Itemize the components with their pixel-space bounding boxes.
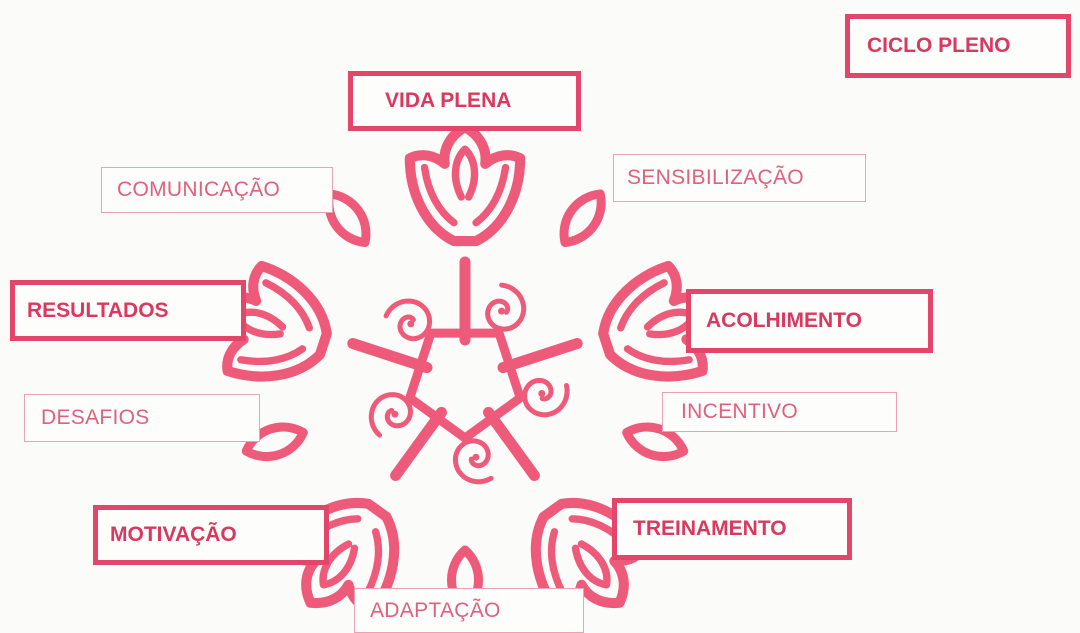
acolhimento-box: ACOLHIMENTO xyxy=(686,289,933,353)
spiral-tendril xyxy=(522,377,570,418)
ciclo-pleno-label: CICLO PLENO xyxy=(867,34,1011,57)
resultados-label: RESULTADOS xyxy=(27,298,169,322)
flower-stem xyxy=(390,406,447,481)
spiral-dot xyxy=(472,453,480,461)
ciclo-pleno-box: CICLO PLENO xyxy=(845,14,1071,78)
incentivo-label: INCENTIVO xyxy=(681,400,799,423)
vida-plena-label: VIDA PLENA xyxy=(385,89,512,112)
vida-plena-box: VIDA PLENA xyxy=(348,71,581,131)
comunicacao-label: COMUNICAÇÃO xyxy=(117,178,281,201)
spiral-tendril xyxy=(485,282,527,332)
sensibilizacao-box: SENSIBILIZAÇÃO xyxy=(613,154,866,202)
sensibilizacao-label: SENSIBILIZAÇÃO xyxy=(627,166,804,189)
flower-stem xyxy=(497,338,583,374)
desafios-box: DESAFIOS xyxy=(24,394,260,442)
treinamento-box: TREINAMENTO xyxy=(612,498,852,560)
comunicacao-box: COMUNICAÇÃO xyxy=(101,167,333,213)
resultados-box: RESULTADOS xyxy=(10,280,246,341)
spiral-dot xyxy=(538,390,546,397)
spiral-tendril xyxy=(383,298,433,342)
incentivo-box: INCENTIVO xyxy=(662,392,897,432)
leaf xyxy=(559,189,606,247)
core-pentagon xyxy=(405,328,525,443)
leaf xyxy=(622,422,689,462)
adaptacao-box: ADAPTAÇÃO xyxy=(354,588,584,633)
motivacao-box: MOTIVAÇÃO xyxy=(93,505,329,565)
flower-stem xyxy=(347,338,433,374)
leaf xyxy=(324,189,371,247)
spiral-tendril xyxy=(368,392,414,438)
desafios-label: DESAFIOS xyxy=(41,406,150,429)
adaptacao-label: ADAPTAÇÃO xyxy=(370,598,501,622)
tulip-flower xyxy=(410,127,520,241)
spiral-tendril xyxy=(452,438,494,485)
spiral-dot xyxy=(498,307,506,315)
motivacao-label: MOTIVAÇÃO xyxy=(110,523,237,546)
spiral-dot xyxy=(407,320,415,328)
spiral-dot xyxy=(391,410,399,418)
acolhimento-label: ACOLHIMENTO xyxy=(706,309,862,332)
treinamento-label: TREINAMENTO xyxy=(633,517,787,540)
flower-stem xyxy=(483,406,540,481)
